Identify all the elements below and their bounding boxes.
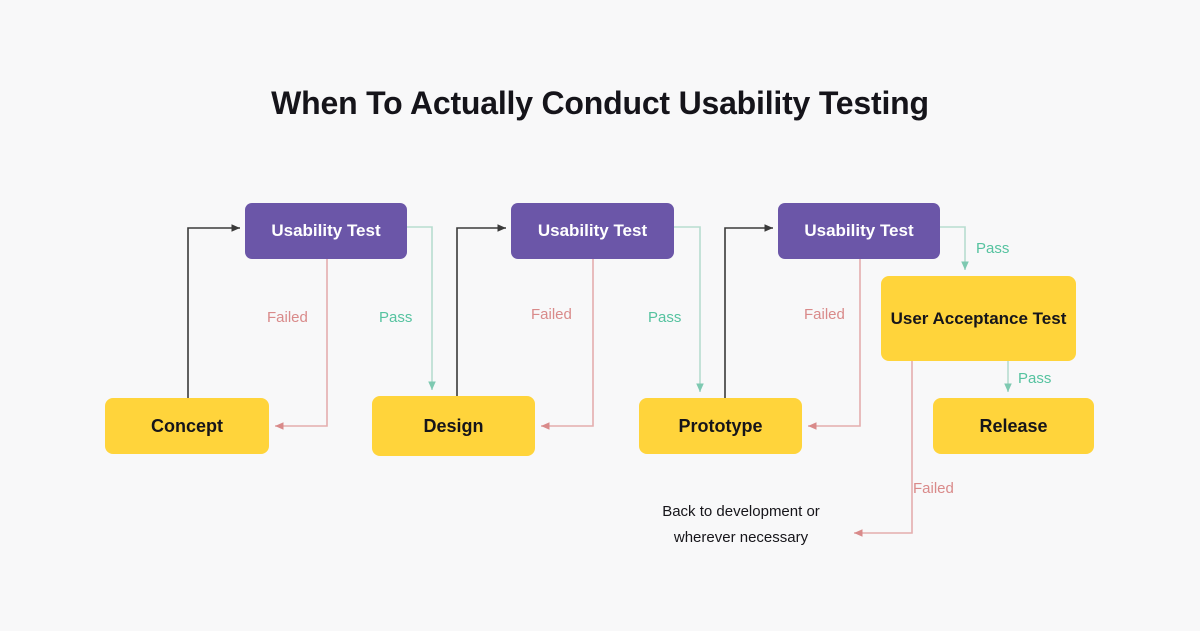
node-label: Usability Test: [271, 221, 381, 240]
node-user-acceptance-test[interactable]: User Acceptance Test: [881, 276, 1076, 361]
edge-label-failed-2: Failed: [531, 306, 572, 323]
node-label: Design: [423, 416, 484, 436]
node-usability-test-3[interactable]: Usability Test: [778, 203, 940, 259]
edge-label-pass-3: Pass: [976, 240, 1010, 257]
edge-test3-pass-to-uat: [940, 226, 969, 270]
edge-test1-failed-to-concept: [275, 259, 328, 430]
note-back-to-development: Back to development or wherever necessar…: [662, 503, 820, 546]
edge-test2-failed-to-design: [541, 259, 594, 430]
node-label: User Acceptance Test: [890, 309, 1067, 328]
node-label: Usability Test: [537, 221, 648, 240]
node-label: Prototype: [678, 416, 763, 436]
edge-uat-failed-to-note: [854, 361, 913, 537]
edge-test3-failed-to-prototype: [808, 259, 861, 430]
node-concept[interactable]: Concept: [105, 398, 269, 454]
node-label: Usability Test: [804, 221, 914, 240]
edge-label-failed-1: Failed: [267, 309, 308, 326]
edge-label-pass-1: Pass: [379, 309, 413, 326]
edge-prototype-to-test3: [724, 224, 773, 398]
edge-concept-to-test1: [187, 224, 240, 398]
edge-label-failed-3: Failed: [804, 306, 845, 323]
node-label: Concept: [151, 416, 223, 436]
edge-label-pass-2: Pass: [648, 309, 682, 326]
page-title: When To Actually Conduct Usability Testi…: [271, 85, 929, 121]
node-usability-test-1[interactable]: Usability Test: [245, 203, 407, 259]
node-prototype[interactable]: Prototype: [639, 398, 802, 454]
edge-label-failed-4: Failed: [913, 480, 954, 497]
edge-label-pass-4: Pass: [1018, 370, 1052, 387]
edge-design-to-test2: [456, 224, 506, 396]
node-usability-test-2[interactable]: Usability Test: [511, 203, 674, 259]
node-label: Release: [979, 416, 1048, 436]
node-release[interactable]: Release: [933, 398, 1094, 454]
node-design[interactable]: Design: [372, 396, 535, 456]
